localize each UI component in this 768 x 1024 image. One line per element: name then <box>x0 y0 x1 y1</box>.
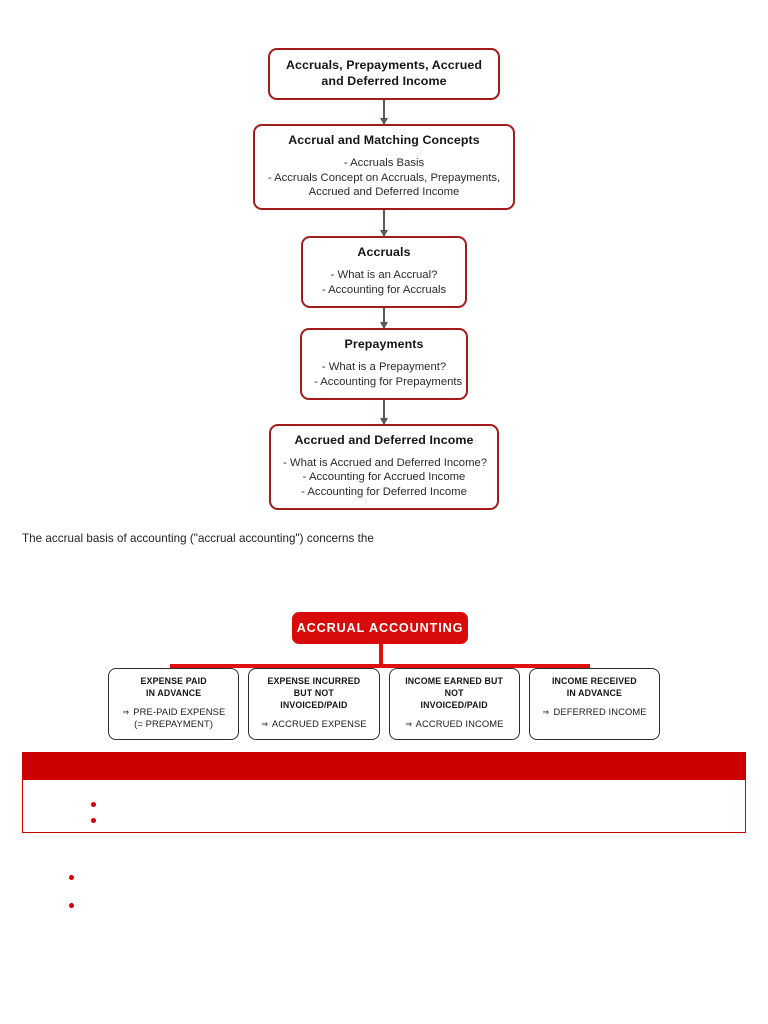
flow-box-title: Accrual and Matching Concepts <box>288 133 480 148</box>
arrow-down-icon <box>383 308 385 329</box>
framed-box-bullet-2 <box>91 818 96 823</box>
flow-box-line: Accrued and Deferred Income <box>308 186 460 199</box>
right-arrow-icon: ⇒ <box>122 706 129 717</box>
flow-row-5: Accrued and Deferred Income - What is Ac… <box>0 424 768 511</box>
leaf-heading-line: INVOICED/PAID <box>420 699 488 710</box>
flow-box-accruals: Accruals - What is an Accrual? - Account… <box>301 236 467 309</box>
flow-box-line: - What is an Accrual? <box>330 269 438 282</box>
leaf-subtext-value: PRE-PAID EXPENSE <box>133 705 226 717</box>
leaf-subtext: ⇒ ACCRUED EXPENSE <box>253 718 374 731</box>
flow-box-line: - Accounting for Accruals <box>321 283 447 296</box>
arrow-down-icon <box>383 400 385 425</box>
flow-box-line: - What is a Prepayment? <box>321 361 447 374</box>
leaf-heading-line: INVOICED/PAID <box>280 699 348 710</box>
leaf-heading-line: BUT NOT <box>293 687 334 698</box>
flow-box-lines: - Accruals Basis - Accruals Concept on A… <box>267 156 501 199</box>
flow-connector-2 <box>0 210 768 237</box>
leaf-subtext-line: ⇒ ACCRUED INCOME <box>394 718 515 731</box>
flow-box-title: Prepayments <box>344 337 424 352</box>
flow-box-lines: - What is an Accrual? - Accounting for A… <box>315 268 453 297</box>
leaf-heading-line: EXPENSE PAID <box>140 676 207 686</box>
page-bullet-2 <box>69 903 74 908</box>
leaf-subtext: ⇒ DEFERRED INCOME <box>534 706 655 719</box>
leaf-subtext: ⇒ ACCRUED INCOME <box>394 718 515 731</box>
flow-box-line: - Accounting for Accrued Income <box>302 471 466 484</box>
flow-box-line: - Accruals Basis <box>343 157 425 170</box>
leaf-subtext-value: ACCRUED INCOME <box>415 717 504 729</box>
leaf-heading: EXPENSE INCURRED BUT NOT INVOICED/PAID <box>253 676 374 712</box>
tree-leaf-income-received-in-advance: INCOME RECEIVED IN ADVANCE ⇒ DEFERRED IN… <box>528 668 660 740</box>
right-arrow-icon: ⇒ <box>405 718 412 729</box>
leaf-subtext-line: ⇒ ACCRUED EXPENSE <box>253 718 374 731</box>
leaf-heading-line: INCOME RECEIVED <box>551 676 637 686</box>
framed-box-bullet-1 <box>91 802 96 807</box>
framed-content-box <box>22 780 746 833</box>
flow-connector-1 <box>0 100 768 125</box>
leaf-subtext-value: ACCRUED EXPENSE <box>271 717 367 729</box>
accrual-accounting-tree-diagram: ACCRUAL ACCOUNTING <box>0 612 768 744</box>
flow-box-line: - What is Accrued and Deferred Income? <box>283 456 488 469</box>
flow-box-accruals-prepayments-accrued-deferred-income: Accruals, Prepayments, Accrued and Defer… <box>268 48 500 101</box>
leaf-subtext-line: ⇒ PRE-PAID EXPENSE <box>113 706 234 719</box>
tree-bus-line <box>170 664 590 668</box>
tree-leaf-row: EXPENSE PAID IN ADVANCE ⇒ PRE-PAID EXPEN… <box>108 668 660 740</box>
leaf-heading-line: NOT <box>444 687 464 698</box>
flow-row-1: Accruals, Prepayments, Accrued and Defer… <box>0 48 768 101</box>
leaf-heading-line: IN ADVANCE <box>566 687 622 698</box>
flow-row-2: Accrual and Matching Concepts - Accruals… <box>0 124 768 211</box>
flow-box-lines: - What is a Prepayment? - Accounting for… <box>314 360 463 389</box>
right-arrow-icon: ⇒ <box>542 706 550 717</box>
flow-box-accrual-and-matching-concepts: Accrual and Matching Concepts - Accruals… <box>253 124 515 211</box>
flow-connector-4 <box>0 400 768 425</box>
tree-leaf-expense-incurred-not-invoiced: EXPENSE INCURRED BUT NOT INVOICED/PAID ⇒… <box>248 668 380 740</box>
tree-root-node: ACCRUAL ACCOUNTING <box>292 612 468 644</box>
flow-row-4: Prepayments - What is a Prepayment? - Ac… <box>0 328 768 401</box>
leaf-subtext-line: ⇒ DEFERRED INCOME <box>534 706 655 719</box>
flow-box-title: Accruals, Prepayments, Accrued and Defer… <box>285 58 483 89</box>
red-banner-heading <box>22 752 746 780</box>
leaf-subtext-value: DEFERRED INCOME <box>553 705 647 717</box>
body-paragraph: The accrual basis of accounting ("accrua… <box>22 532 374 545</box>
arrow-down-icon <box>383 100 385 125</box>
flow-box-prepayments: Prepayments - What is a Prepayment? - Ac… <box>300 328 468 401</box>
flow-box-title: Accrued and Deferred Income <box>294 433 474 448</box>
flow-box-accrued-and-deferred-income: Accrued and Deferred Income - What is Ac… <box>269 424 499 511</box>
leaf-heading-line: EXPENSE INCURRED <box>267 676 361 686</box>
flow-connector-3 <box>0 308 768 329</box>
leaf-heading: INCOME EARNED BUT NOT INVOICED/PAID <box>394 676 515 712</box>
flow-row-3: Accruals - What is an Accrual? - Account… <box>0 236 768 309</box>
page-bullet-1 <box>69 875 74 880</box>
flow-box-line: - Accruals Concept on Accruals, Prepayme… <box>267 171 501 184</box>
leaf-heading-line: IN ADVANCE <box>145 687 202 698</box>
leaf-subtext: ⇒ PRE-PAID EXPENSE (= PREPAYMENT) <box>113 706 234 731</box>
arrow-down-icon <box>383 210 385 237</box>
right-arrow-icon: ⇒ <box>261 718 269 729</box>
tree-leaf-income-earned-not-invoiced: INCOME EARNED BUT NOT INVOICED/PAID ⇒ AC… <box>388 668 520 740</box>
leaf-heading-line: INCOME EARNED BUT <box>405 676 504 686</box>
flow-box-line: - Accounting for Prepayments <box>314 375 463 388</box>
leaf-subtext-line: (= PREPAYMENT) <box>134 718 214 730</box>
flow-box-line: - Accounting for Deferred Income <box>301 485 467 498</box>
flow-box-title: Accruals <box>357 245 411 260</box>
accruals-overview-flowchart: Accruals, Prepayments, Accrued and Defer… <box>0 48 768 511</box>
tree-leaf-expense-paid-in-advance: EXPENSE PAID IN ADVANCE ⇒ PRE-PAID EXPEN… <box>108 668 240 740</box>
leaf-heading: EXPENSE PAID IN ADVANCE <box>113 676 234 700</box>
leaf-heading: INCOME RECEIVED IN ADVANCE <box>534 676 655 700</box>
tree-stem-line <box>378 644 383 666</box>
flow-box-lines: - What is Accrued and Deferred Income? -… <box>283 456 488 499</box>
